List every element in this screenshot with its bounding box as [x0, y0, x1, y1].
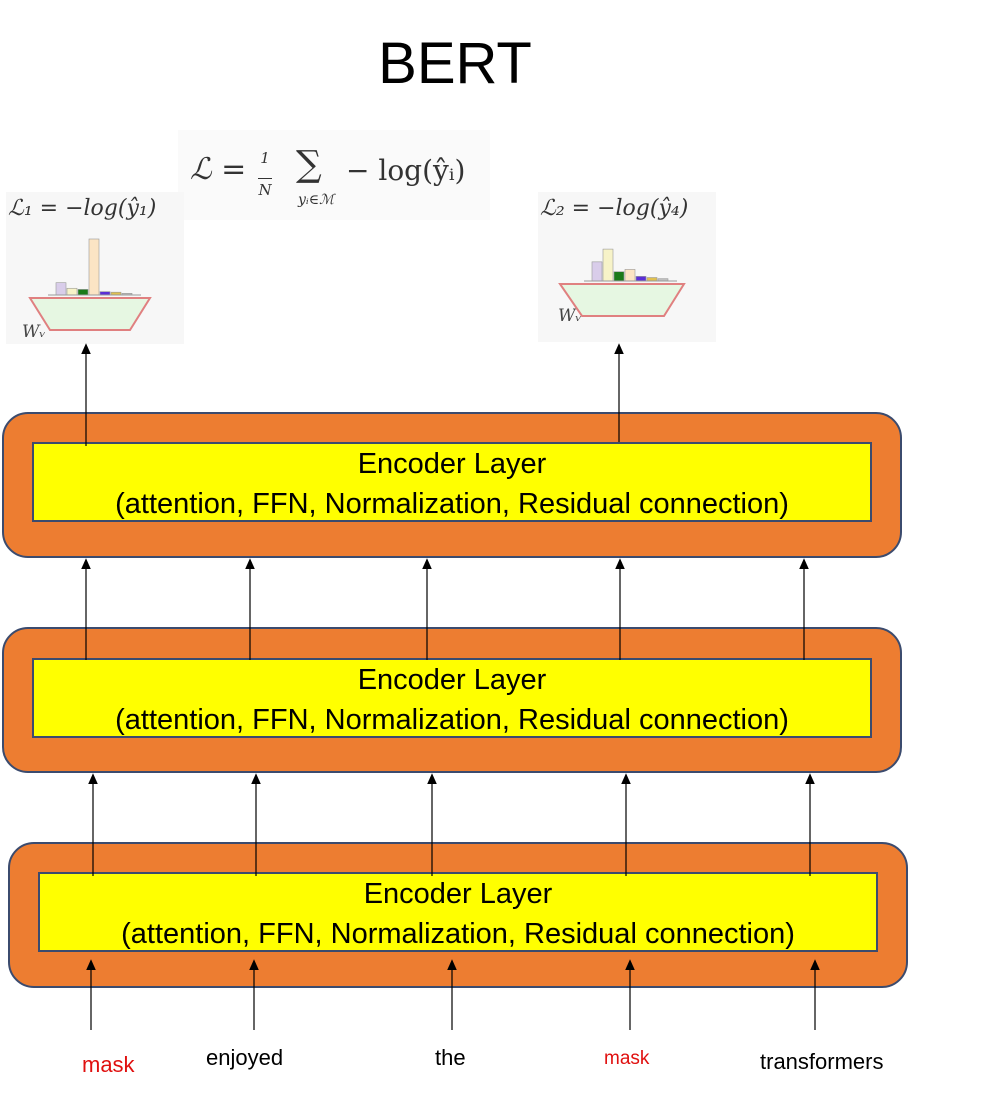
loss-1-formula: ℒ₁ = −log(ŷ₁) — [8, 196, 157, 221]
encoder-components: (attention, FFN, Normalization, Residual… — [115, 488, 789, 520]
fraction-denominator: N — [258, 181, 272, 199]
distribution-2-bar-2 — [602, 248, 614, 282]
token-3: the — [435, 1045, 466, 1070]
distribution-1-bar-1 — [55, 282, 67, 296]
encoder-layer-middle: Encoder Layer (attention, FFN, Normaliza… — [2, 627, 902, 773]
softmax-head-1 — [28, 297, 152, 331]
distribution-1-bar-2 — [66, 287, 78, 296]
distribution-bars-1 — [48, 238, 141, 296]
total-loss-formula: ℒ = 1 N ∑ yᵢ∈ℳ − log(ŷᵢ) — [178, 130, 490, 220]
projection-label-2: Wᵥ — [558, 306, 582, 326]
encoder-layer-top: Encoder Layer (attention, FFN, Normaliza… — [2, 412, 902, 558]
distribution-2-bar-6 — [646, 277, 658, 282]
token-4: mask — [604, 1048, 650, 1069]
sum-subscript: yᵢ∈ℳ — [298, 192, 335, 208]
encoder-components: (attention, FFN, Normalization, Residual… — [115, 704, 789, 736]
distribution-bars-2 — [584, 248, 677, 282]
loss-2-formula: ℒ₂ = −log(ŷ₄) — [540, 196, 689, 221]
encoder-title: Encoder Layer — [363, 878, 553, 910]
distribution-2-bar-3 — [613, 271, 625, 282]
encoder-layer-bottom: Encoder Layer (attention, FFN, Normaliza… — [8, 842, 908, 988]
diagram-title: BERT — [378, 31, 532, 96]
encoder-layer-bottom-label: Encoder Layer (attention, FFN, Normaliza… — [38, 872, 878, 952]
token-2: enjoyed — [206, 1045, 284, 1070]
loss-lhs: ℒ = — [190, 152, 247, 187]
distribution-1-bar-4 — [88, 238, 100, 296]
encoder-layer-top-label: Encoder Layer (attention, FFN, Normaliza… — [32, 442, 872, 522]
encoder-title: Encoder Layer — [357, 664, 547, 696]
sum-symbol: ∑ — [296, 144, 322, 185]
token-1: mask — [82, 1052, 135, 1077]
loss-rhs: − log(ŷᵢ) — [346, 154, 466, 187]
distribution-1-bar-3 — [77, 289, 89, 296]
distribution-2-bar-1 — [591, 261, 603, 282]
fraction-numerator: 1 — [260, 149, 270, 167]
softmax-head-2 — [558, 283, 686, 317]
distribution-1-bar-5 — [99, 291, 111, 296]
encoder-layer-middle-label: Encoder Layer (attention, FFN, Normaliza… — [32, 658, 872, 738]
distribution-2-bar-4 — [624, 269, 636, 282]
encoder-title: Encoder Layer — [357, 448, 547, 480]
token-5: transformers — [760, 1049, 884, 1074]
distribution-2-bar-5 — [635, 276, 647, 282]
projection-label-1: Wᵥ — [22, 322, 46, 342]
loss-fraction: 1 N — [258, 150, 272, 198]
encoder-components: (attention, FFN, Normalization, Residual… — [121, 918, 795, 950]
